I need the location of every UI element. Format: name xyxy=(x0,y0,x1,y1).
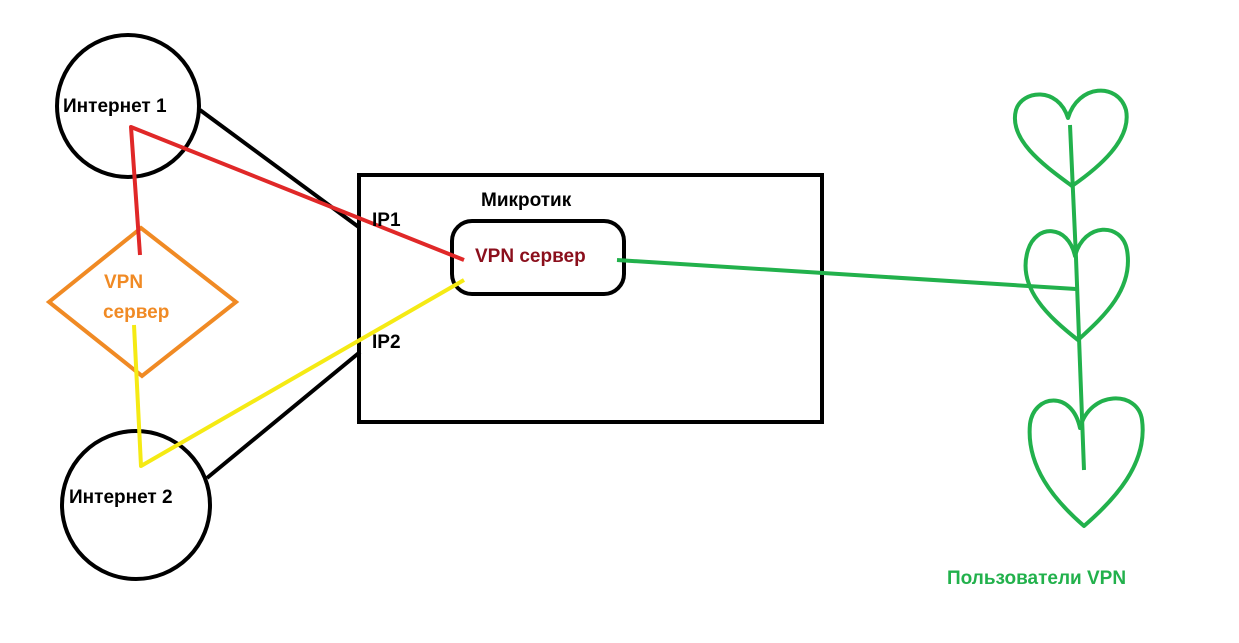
mikrotik-label: Микротик xyxy=(481,190,572,211)
internet2-label: Интернет 2 xyxy=(69,487,173,508)
users-stem xyxy=(1068,124,1086,471)
vpn-server-mikrotik-box xyxy=(450,219,626,296)
internet1-label: Интернет 1 xyxy=(63,96,167,117)
vpn-server-mikrotik-label: VPN сервер xyxy=(475,246,586,267)
mikrotik-box xyxy=(357,173,824,424)
green-link-vpn-users xyxy=(616,258,1077,291)
vpn-users-label: Пользователи VPN xyxy=(947,568,1126,589)
internet2-node xyxy=(60,429,212,581)
user-heart-icon xyxy=(1027,396,1145,528)
red-route xyxy=(129,125,465,262)
ip2-label: IP2 xyxy=(372,332,401,353)
ip1-label: IP1 xyxy=(372,210,401,231)
yellow-route xyxy=(132,278,465,468)
vpn-server-left-label-line1: VPN xyxy=(104,272,143,293)
user-heart-icon xyxy=(1012,88,1129,188)
internet1-node xyxy=(55,33,201,179)
vpn-server-left-label-line2: сервер xyxy=(103,302,169,323)
link-internet2-ip2 xyxy=(205,350,362,480)
vpn-server-left-diamond xyxy=(45,225,240,379)
